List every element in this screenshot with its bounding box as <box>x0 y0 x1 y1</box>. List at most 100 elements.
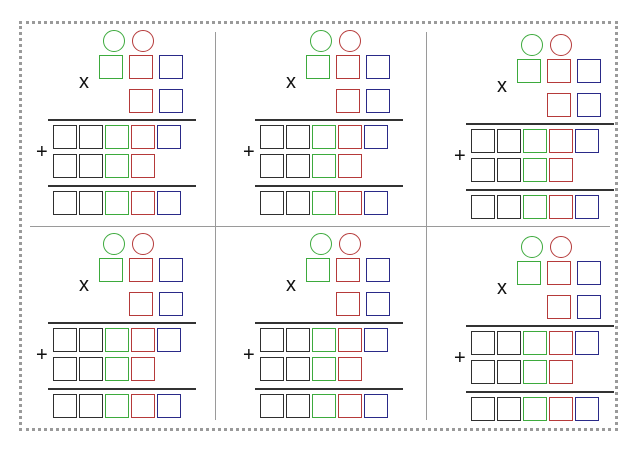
answer-box <box>286 125 310 149</box>
answer-box <box>497 158 521 182</box>
answer-box <box>312 394 336 418</box>
answer-box <box>338 394 362 418</box>
plus-sign: + <box>454 145 466 167</box>
answer-line <box>255 388 403 390</box>
answer-box <box>312 328 336 352</box>
answer-box <box>159 55 183 79</box>
answer-box <box>157 125 181 149</box>
answer-box <box>131 328 155 352</box>
answer-box <box>79 357 103 381</box>
answer-box <box>129 292 153 316</box>
answer-box <box>575 129 599 153</box>
answer-box <box>364 394 388 418</box>
answer-line <box>48 185 196 187</box>
tens-place-circle <box>550 236 572 258</box>
answer-box <box>471 397 495 421</box>
answer-box <box>105 191 129 215</box>
answer-box <box>364 328 388 352</box>
answer-box <box>79 191 103 215</box>
answer-box <box>549 195 573 219</box>
answer-box <box>338 357 362 381</box>
answer-box <box>471 158 495 182</box>
tens-place-circle <box>339 30 361 52</box>
times-sign: x <box>497 277 507 299</box>
plus-sign: + <box>243 344 255 366</box>
answer-box <box>105 328 129 352</box>
problem-5: x+ <box>237 233 423 423</box>
answer-box <box>159 292 183 316</box>
answer-box <box>471 331 495 355</box>
answer-box <box>53 191 77 215</box>
answer-box <box>131 154 155 178</box>
answer-box <box>497 129 521 153</box>
answer-box <box>338 154 362 178</box>
answer-box <box>129 55 153 79</box>
answer-box <box>366 55 390 79</box>
answer-box <box>575 331 599 355</box>
answer-line <box>466 123 614 125</box>
tens-place-circle <box>339 233 361 255</box>
ones-place-circle <box>103 233 125 255</box>
answer-box <box>336 292 360 316</box>
answer-box <box>260 125 284 149</box>
answer-box <box>497 360 521 384</box>
answer-box <box>577 93 601 117</box>
answer-box <box>336 55 360 79</box>
answer-box <box>159 258 183 282</box>
answer-box <box>260 191 284 215</box>
answer-box <box>260 328 284 352</box>
plus-sign: + <box>243 141 255 163</box>
answer-box <box>523 158 547 182</box>
answer-box <box>549 158 573 182</box>
problem-1: x+ <box>30 30 216 220</box>
answer-box <box>517 59 541 83</box>
answer-box <box>549 331 573 355</box>
answer-box <box>364 191 388 215</box>
answer-box <box>157 394 181 418</box>
plus-sign: + <box>36 344 48 366</box>
answer-box <box>312 125 336 149</box>
answer-box <box>131 191 155 215</box>
answer-box <box>99 55 123 79</box>
answer-box <box>366 89 390 113</box>
answer-line <box>255 322 403 324</box>
answer-box <box>129 258 153 282</box>
answer-box <box>53 125 77 149</box>
answer-box <box>549 360 573 384</box>
answer-line <box>255 119 403 121</box>
answer-box <box>131 125 155 149</box>
answer-box <box>260 394 284 418</box>
answer-box <box>79 328 103 352</box>
answer-box <box>306 55 330 79</box>
answer-box <box>79 154 103 178</box>
plus-sign: + <box>454 347 466 369</box>
answer-box <box>105 357 129 381</box>
answer-box <box>129 89 153 113</box>
times-sign: x <box>79 71 89 93</box>
answer-box <box>523 397 547 421</box>
answer-box <box>575 195 599 219</box>
answer-box <box>547 261 571 285</box>
answer-box <box>105 154 129 178</box>
answer-box <box>523 195 547 219</box>
problem-6: x+ <box>448 236 634 426</box>
tens-place-circle <box>550 34 572 56</box>
problem-4: x+ <box>30 233 216 423</box>
answer-box <box>366 258 390 282</box>
answer-box <box>497 195 521 219</box>
times-sign: x <box>79 274 89 296</box>
answer-box <box>523 129 547 153</box>
answer-box <box>471 360 495 384</box>
answer-box <box>517 261 541 285</box>
answer-box <box>53 328 77 352</box>
ones-place-circle <box>310 30 332 52</box>
answer-box <box>547 295 571 319</box>
answer-box <box>338 191 362 215</box>
answer-box <box>577 261 601 285</box>
problem-2: x+ <box>237 30 423 220</box>
answer-box <box>105 125 129 149</box>
times-sign: x <box>497 75 507 97</box>
answer-box <box>131 394 155 418</box>
times-sign: x <box>286 274 296 296</box>
tens-place-circle <box>132 30 154 52</box>
